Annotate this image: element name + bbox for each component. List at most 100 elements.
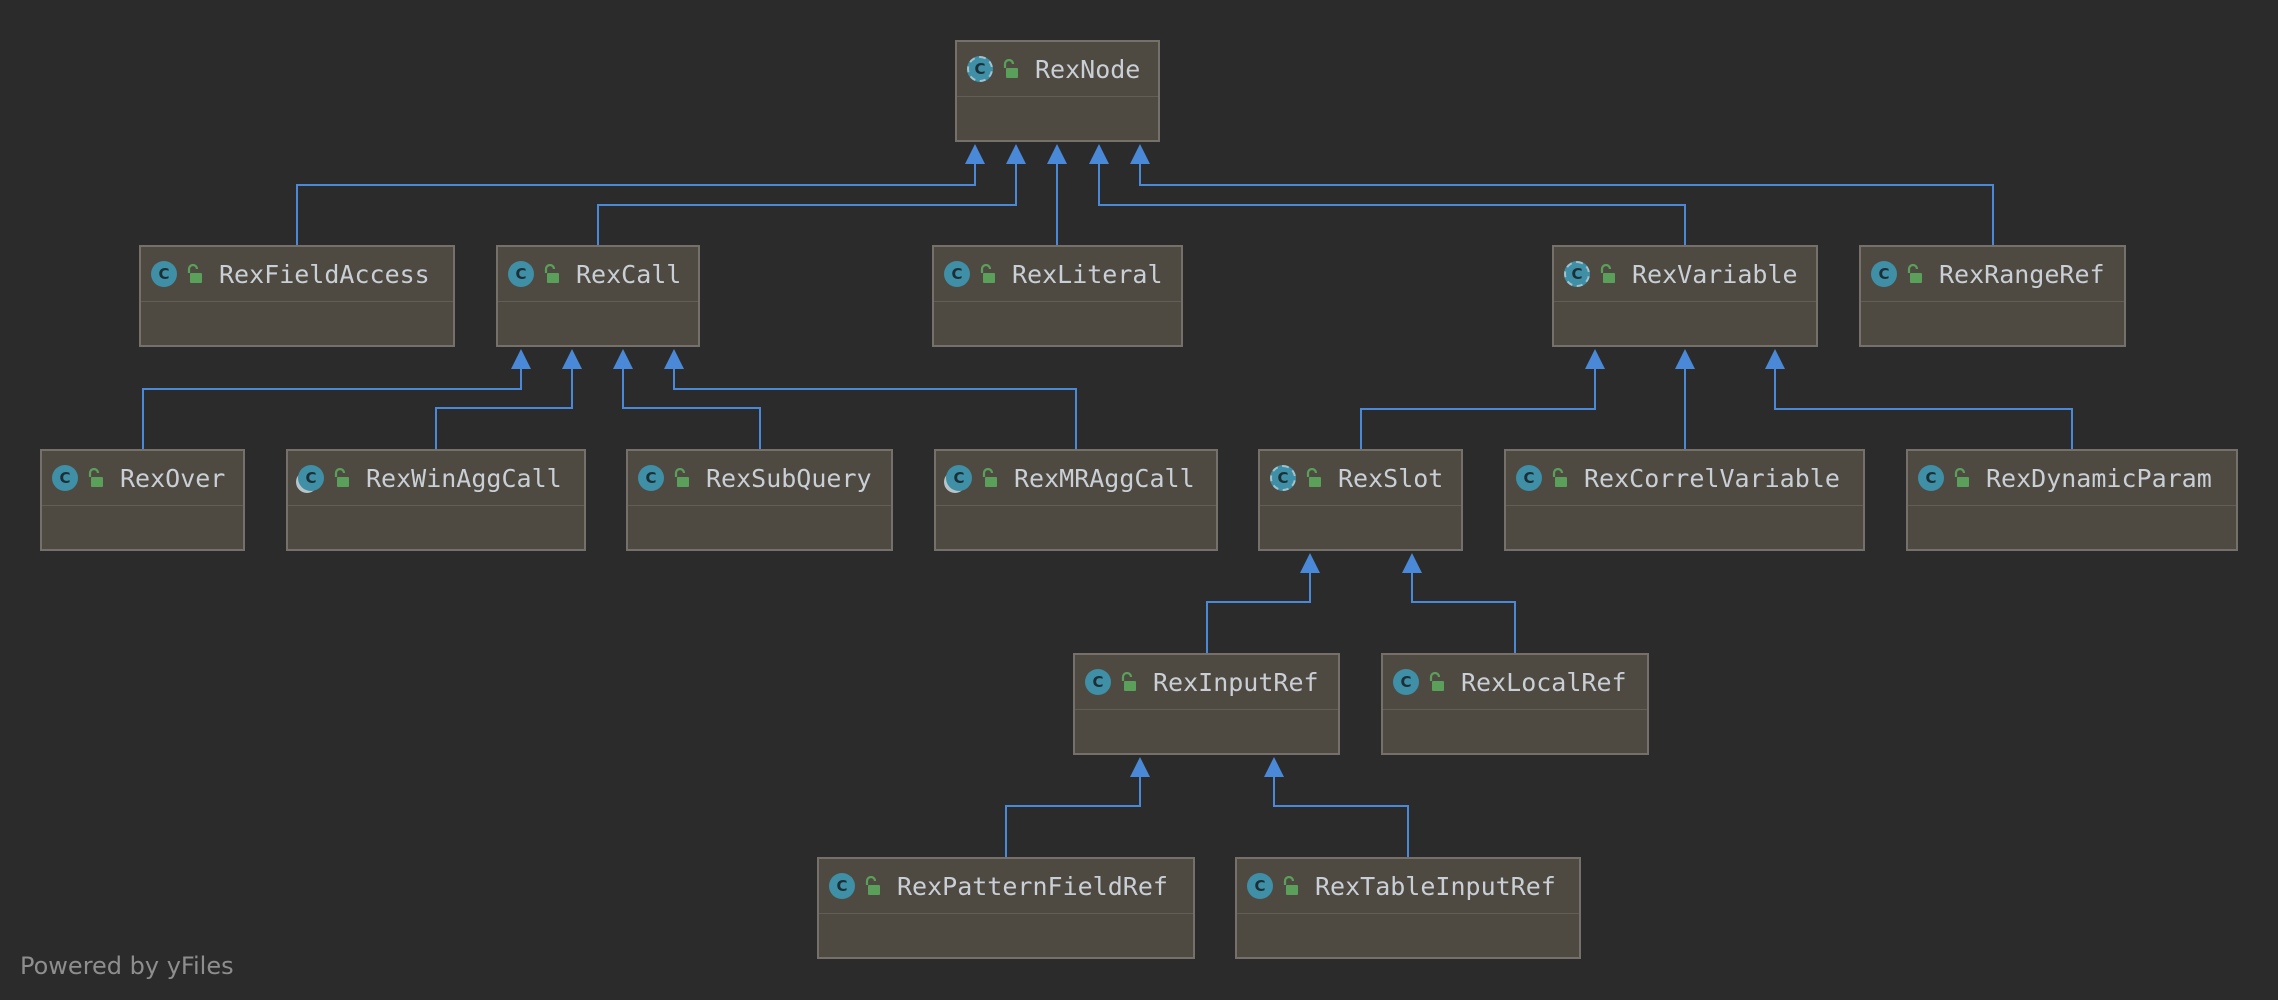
class-node-rexfieldaccess[interactable]: C RexFieldAccess [139, 245, 455, 347]
class-name: RexSubQuery [706, 463, 872, 493]
class-icon: C [967, 56, 993, 82]
edge-rexdynamicparam-to-rexvariable [1774, 369, 2073, 449]
class-icon: C [52, 465, 78, 491]
class-icon: C [638, 465, 664, 491]
class-node-header: C RexFieldAccess [141, 247, 453, 302]
edge-rexover-to-rexcall [142, 369, 522, 449]
class-name: RexInputRef [1153, 667, 1319, 697]
class-icon: C [944, 261, 970, 287]
class-icon: C [1918, 465, 1944, 491]
class-node-rexrangeref[interactable]: C RexRangeRef [1859, 245, 2126, 347]
lock-open-icon [980, 264, 995, 283]
class-icon: C [946, 465, 972, 491]
lock-open-icon [1954, 468, 1969, 487]
class-icon: C [298, 465, 324, 491]
lock-open-icon [1552, 468, 1567, 487]
class-name: RexCorrelVariable [1584, 463, 1840, 493]
inheritance-arrow [664, 349, 684, 369]
inheritance-arrow [511, 349, 531, 369]
class-node-header: C RexCorrelVariable [1506, 451, 1863, 506]
lock-open-icon [674, 468, 689, 487]
class-node-header: C RexPatternFieldRef [819, 859, 1193, 914]
lock-open-icon [1003, 59, 1018, 78]
edge-rexslot-to-rexvariable [1360, 369, 1596, 449]
edge-rexvariable-to-rexnode [1098, 164, 1686, 245]
class-name: RexVariable [1632, 259, 1798, 289]
class-node-rexnode[interactable]: C RexNode [955, 40, 1160, 142]
inheritance-arrow [1264, 757, 1284, 777]
inheritance-arrow [1675, 349, 1695, 369]
class-node-header: C RexOver [42, 451, 243, 506]
lock-open-icon [865, 876, 880, 895]
class-node-rexinputref[interactable]: C RexInputRef [1073, 653, 1340, 755]
edge-rexwinaggcall-to-rexcall [435, 369, 573, 449]
lock-open-icon [1429, 672, 1444, 691]
class-node-rexvariable[interactable]: C RexVariable [1552, 245, 1818, 347]
edge-rexsubquery-to-rexcall [622, 369, 761, 449]
edge-rexlocalref-to-rexslot [1411, 573, 1516, 653]
class-node-rexsubquery[interactable]: C RexSubQuery [626, 449, 893, 551]
edge-rexcall-to-rexnode [597, 164, 1017, 245]
class-name: RexFieldAccess [219, 259, 430, 289]
class-name: RexSlot [1338, 463, 1444, 493]
class-name: RexPatternFieldRef [897, 871, 1168, 901]
inheritance-arrow [562, 349, 582, 369]
class-icon: C [1393, 669, 1419, 695]
lock-open-icon [1121, 672, 1136, 691]
class-icon: C [829, 873, 855, 899]
inheritance-arrow [1130, 144, 1150, 164]
class-node-header: C RexInputRef [1075, 655, 1338, 710]
inheritance-arrow [1402, 553, 1422, 573]
class-name: RexWinAggCall [366, 463, 562, 493]
powered-by-footer: Powered by yFiles [20, 952, 234, 980]
class-icon: C [1564, 261, 1590, 287]
class-node-rexliteral[interactable]: C RexLiteral [932, 245, 1183, 347]
lock-open-icon [1283, 876, 1298, 895]
class-node-header: C RexSlot [1260, 451, 1461, 506]
lock-open-icon [544, 264, 559, 283]
inheritance-arrow [1130, 757, 1150, 777]
class-node-header: C RexMRAggCall [936, 451, 1216, 506]
class-icon: C [1085, 669, 1111, 695]
class-name: RexTableInputRef [1315, 871, 1556, 901]
lock-open-icon [1907, 264, 1922, 283]
inheritance-arrow [1006, 144, 1026, 164]
class-name: RexRangeRef [1939, 259, 2105, 289]
class-node-header: C RexWinAggCall [288, 451, 584, 506]
class-icon: C [1270, 465, 1296, 491]
class-node-rexlocalref[interactable]: C RexLocalRef [1381, 653, 1649, 755]
class-icon: C [151, 261, 177, 287]
class-node-rexslot[interactable]: C RexSlot [1258, 449, 1463, 551]
class-node-header: C RexLocalRef [1383, 655, 1647, 710]
class-node-header: C RexLiteral [934, 247, 1181, 302]
class-node-rexwinaggcall[interactable]: C RexWinAggCall [286, 449, 586, 551]
class-name: RexMRAggCall [1014, 463, 1195, 493]
class-node-rexover[interactable]: C RexOver [40, 449, 245, 551]
class-icon: C [1871, 261, 1897, 287]
class-node-rexmraggcall[interactable]: C RexMRAggCall [934, 449, 1218, 551]
inheritance-arrow [1089, 144, 1109, 164]
edge-rexinputref-to-rexslot [1206, 573, 1311, 653]
edge-rextableinputref-to-rexinputref [1273, 777, 1409, 857]
class-icon: C [1516, 465, 1542, 491]
lock-open-icon [187, 264, 202, 283]
class-node-header: C RexVariable [1554, 247, 1816, 302]
class-name: RexOver [120, 463, 226, 493]
inheritance-arrow [1585, 349, 1605, 369]
class-name: RexLocalRef [1461, 667, 1627, 697]
lock-open-icon [1306, 468, 1321, 487]
class-node-rexcorrelvariable[interactable]: C RexCorrelVariable [1504, 449, 1865, 551]
inheritance-arrow [1300, 553, 1320, 573]
class-node-rexpatternfieldref[interactable]: C RexPatternFieldRef [817, 857, 1195, 959]
lock-open-icon [88, 468, 103, 487]
class-name: RexLiteral [1012, 259, 1163, 289]
class-name: RexNode [1035, 54, 1141, 84]
lock-open-icon [982, 468, 997, 487]
